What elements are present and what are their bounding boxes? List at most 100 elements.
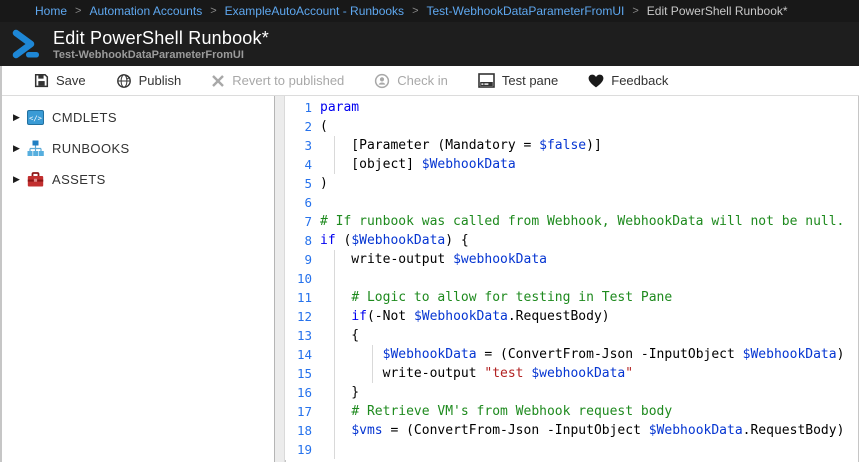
publish-globe-icon [116, 73, 131, 88]
sidebar-item-cmdlets[interactable]: ▶ </> CMDLETS [2, 102, 274, 133]
breadcrumb-separator: > [75, 5, 82, 17]
code-text: param [320, 100, 360, 115]
save-icon [34, 73, 49, 88]
code-text: [Parameter (Mandatory = $false)] [320, 138, 602, 153]
indent-guide [334, 136, 335, 174]
test-pane-label: Test pane [501, 73, 559, 88]
breadcrumb-separator: > [632, 5, 639, 17]
code-line: 9 write-output $webhookData [286, 250, 858, 269]
line-number: 4 [304, 157, 312, 172]
line-number: 14 [296, 347, 312, 362]
line-number: 16 [296, 385, 312, 400]
sidebar-item-label: CMDLETS [52, 110, 117, 125]
feedback-label: Feedback [611, 73, 669, 88]
check-in-button[interactable]: Check in [374, 73, 448, 89]
sidebar-item-runbooks[interactable]: ▶ RUNBOOKS [2, 133, 274, 164]
breadcrumb-automation-accounts[interactable]: Automation Accounts [89, 4, 203, 18]
code-line: 14 $WebhookData = (ConvertFrom-Json -Inp… [286, 345, 858, 364]
sidebar-item-label: RUNBOOKS [52, 141, 130, 156]
line-number: 12 [296, 309, 312, 324]
test-pane-button[interactable]: Test pane [478, 73, 558, 88]
breadcrumb-account-runbooks[interactable]: ExampleAutoAccount - Runbooks [224, 4, 405, 18]
check-in-icon [375, 73, 390, 88]
line-number: 7 [304, 214, 312, 229]
test-pane-icon [478, 73, 495, 88]
code-text [316, 193, 320, 212]
code-line: 12 if(-Not $WebhookData.RequestBody) [286, 307, 858, 326]
line-number: 19 [296, 442, 312, 457]
assets-icon [27, 172, 44, 187]
code-text: # Logic to allow for testing in Test Pan… [351, 290, 673, 305]
editor-toolbar: Save Publish Revert to published [2, 66, 859, 96]
line-number: 13 [296, 328, 312, 343]
code-line: 6 [286, 193, 858, 212]
code-line: 16 } [286, 383, 858, 402]
line-number: 10 [296, 271, 312, 286]
line-number: 6 [304, 195, 312, 210]
sidebar-scrollbar[interactable] [274, 96, 285, 462]
line-number: 3 [304, 138, 312, 153]
code-line: 1 param [286, 98, 858, 117]
code-text: [object] $WebhookData [320, 157, 516, 172]
powershell-icon [12, 29, 39, 59]
line-number: 5 [304, 176, 312, 191]
code-line: 19 [286, 440, 858, 459]
code-line: 8 if ($WebhookData) { [286, 231, 858, 250]
revert-x-icon [212, 74, 225, 87]
indent-guide [334, 250, 335, 459]
code-line: 17 # Retrieve VM's from Webhook request … [286, 402, 858, 421]
sidebar-item-label: ASSETS [52, 172, 106, 187]
breadcrumb-separator: > [210, 5, 217, 17]
sidebar-item-assets[interactable]: ▶ ASSETS [2, 164, 274, 195]
breadcrumb-separator: > [412, 5, 419, 17]
revert-to-published-label: Revert to published [232, 73, 345, 88]
code-text: { [320, 328, 360, 343]
code-text: write-output $webhookData [320, 252, 547, 267]
feedback-button[interactable]: Feedback [588, 73, 668, 88]
code-text: ( [320, 119, 328, 134]
code-text: if ($WebhookData) { [320, 233, 469, 248]
revert-to-published-button[interactable]: Revert to published [211, 73, 344, 88]
indent-guide [372, 345, 373, 383]
code-line: 13 { [286, 326, 858, 345]
line-number: 1 [304, 100, 312, 115]
line-number: 2 [304, 119, 312, 134]
runbooks-icon [27, 140, 44, 156]
save-button[interactable]: Save [34, 73, 86, 88]
line-number: 15 [296, 366, 312, 381]
breadcrumb: Home > Automation Accounts > ExampleAuto… [0, 0, 859, 22]
code-line: 2( [286, 117, 858, 136]
library-sidebar: ▶ </> CMDLETS ▶ RUNBOOKS ▶ [2, 96, 274, 462]
code-text [316, 269, 320, 288]
code-line: 11 # Logic to allow for testing in Test … [286, 288, 858, 307]
cmdlets-icon: </> [27, 110, 44, 125]
feedback-heart-icon [588, 74, 604, 87]
chevron-right-icon[interactable]: ▶ [13, 112, 20, 122]
code-text: # If runbook was called from Webhook, We… [320, 214, 845, 229]
breadcrumb-current-page: Edit PowerShell Runbook* [646, 4, 788, 18]
code-text: # Retrieve VM's from Webhook request bod… [351, 404, 673, 419]
chevron-right-icon[interactable]: ▶ [13, 143, 20, 153]
code-line: 3 [Parameter (Mandatory = $false)] [286, 136, 858, 155]
code-text: write-output "test $webhookData" [320, 366, 634, 381]
breadcrumb-home[interactable]: Home [35, 4, 68, 18]
line-number: 18 [296, 423, 312, 438]
code-text [316, 440, 320, 459]
page-subtitle: Test-WebhookDataParameterFromUI [53, 48, 244, 61]
code-text: ) [320, 176, 328, 191]
code-line: 7 # If runbook was called from Webhook, W… [286, 212, 858, 231]
blade-header: Edit PowerShell Runbook* Test-WebhookDat… [0, 22, 859, 66]
code-text: $WebhookData = (ConvertFrom-Json -InputO… [382, 347, 845, 362]
chevron-right-icon[interactable]: ▶ [13, 174, 20, 184]
page-title: Edit PowerShell Runbook* [53, 27, 269, 48]
code-line: 18 $vms = (ConvertFrom-Json -InputObject… [286, 421, 858, 440]
code-line: 4 [object] $WebhookData [286, 155, 858, 174]
publish-button[interactable]: Publish [116, 73, 181, 89]
check-in-label: Check in [397, 73, 448, 88]
code-text: $vms = (ConvertFrom-Json -InputObject $W… [351, 423, 845, 438]
breadcrumb-runbook-name[interactable]: Test-WebhookDataParameterFromUI [426, 4, 625, 18]
line-number: 8 [304, 233, 312, 248]
